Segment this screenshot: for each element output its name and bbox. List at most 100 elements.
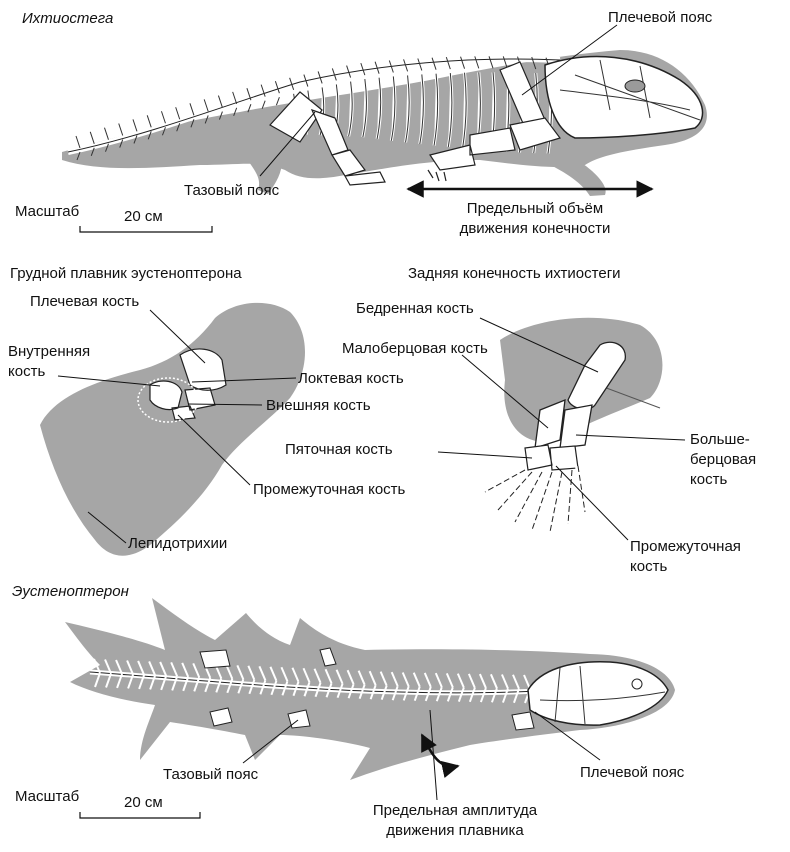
eusthenopteron-neural-spine bbox=[291, 667, 300, 683]
eusthenopteron-neural-spine bbox=[148, 661, 157, 676]
ichthyostega-neural-spine bbox=[104, 127, 109, 140]
ulna-label: Локтевая кость bbox=[298, 370, 404, 387]
ichthyostega-neural-spine bbox=[160, 111, 166, 124]
eusthenopteron-neural-spine bbox=[512, 674, 520, 690]
ichthyostega-limb-range-line1: Предельный объём bbox=[466, 200, 604, 217]
eusthenopteron-neural-spine bbox=[445, 672, 454, 688]
eusthenopteron-rib bbox=[424, 686, 432, 702]
ichthyostega-haemal-spine bbox=[247, 104, 252, 113]
pectoral-fin-bones bbox=[149, 348, 227, 421]
eusthenopteron-rib bbox=[237, 678, 245, 694]
eusthenopteron-title: Эустеноптерон bbox=[12, 583, 129, 600]
eusthenopteron-scale-value: 20 см bbox=[124, 794, 163, 811]
ichthyostega-neural-spine bbox=[118, 123, 124, 136]
ichthyostega-haemal-spine bbox=[218, 111, 223, 120]
ichthyostega-title: Ихтиостега bbox=[22, 10, 114, 27]
eusthenopteron-rib bbox=[248, 679, 256, 695]
hind-limb-digits bbox=[483, 465, 588, 533]
eusthenopteron-neural-spine bbox=[390, 671, 399, 687]
eusthenopteron-rib bbox=[138, 674, 146, 690]
ichthyostega-forelimb bbox=[427, 117, 561, 182]
eusthenopteron-rib bbox=[413, 686, 421, 702]
pectoral-fin-title: Грудной плавник эустеноптерона bbox=[10, 265, 242, 282]
eusthenopteron-neural-spine bbox=[181, 662, 190, 678]
eusthenopteron-neural-spine bbox=[379, 671, 388, 687]
eusthenopteron-rib bbox=[490, 687, 498, 703]
ichthyostega-neural-spine bbox=[445, 56, 451, 70]
eusthenopteron-rib bbox=[182, 676, 190, 692]
tibia-label-line2: берцовая bbox=[690, 451, 757, 468]
eusthenopteron-neural-spine bbox=[192, 662, 201, 678]
ichthyostega-neural-spine bbox=[260, 84, 266, 97]
ichthyostega-haemal-spine bbox=[233, 107, 238, 117]
ichthyostega-neural-spine bbox=[274, 81, 280, 94]
ichthyostega-pelvic-girdle-label: Тазовый пояс bbox=[184, 182, 280, 199]
ichthyostega-neural-spine bbox=[175, 107, 181, 120]
ichthyostega-scale-label: Масштаб bbox=[15, 203, 80, 220]
eusthenopteron-shoulder-leader bbox=[534, 711, 601, 761]
ichthyostega-neural-spine bbox=[232, 91, 238, 105]
ichthyostega-haemal-spine bbox=[275, 97, 280, 106]
eusthenopteron-scale-bar bbox=[79, 812, 201, 819]
eusthenopteron-neural-spine bbox=[126, 660, 134, 675]
ichthyostega-rib-outline bbox=[390, 76, 396, 141]
tibia-label-line1: Больше- bbox=[690, 431, 750, 448]
hind-limb-digit-joints bbox=[549, 471, 563, 533]
eusthenopteron-neural-spine bbox=[280, 666, 289, 682]
eusthenopteron-neural-spine bbox=[490, 673, 498, 689]
ichthyostega-neural-spine bbox=[189, 103, 195, 116]
hind-limb-digit-joints bbox=[514, 471, 543, 523]
eusthenopteron-rib bbox=[457, 687, 465, 702]
fin-range-label-line2: движения плавника bbox=[386, 822, 524, 839]
internal-bone-label-line2: кость bbox=[8, 363, 46, 380]
eusthenopteron-neural-spine bbox=[137, 660, 146, 676]
eusthenopteron-orbit bbox=[631, 678, 643, 690]
ichthyostega-haemal-spine bbox=[133, 135, 138, 144]
eusthenopteron-neural-spine bbox=[313, 668, 322, 684]
ichthyostega-neural-spine bbox=[360, 62, 366, 76]
eusthenopteron-neural-spine bbox=[225, 664, 234, 680]
ichthyostega-neural-spine bbox=[246, 88, 252, 101]
ichthyostega-haemal-spine bbox=[261, 100, 266, 109]
ichthyostega-shoulder-girdle-label: Плечевой пояс bbox=[608, 9, 713, 26]
fibula-label: Малоберцовая кость bbox=[342, 340, 488, 357]
eusthenopteron-rib bbox=[468, 687, 476, 703]
eusthenopteron-figure bbox=[65, 598, 675, 819]
eusthenopteron-rib bbox=[347, 683, 355, 699]
ichthyostega-orbit bbox=[624, 79, 646, 93]
ichthyostega-neural-spine bbox=[331, 68, 337, 81]
eusthenopteron-rib bbox=[479, 687, 487, 703]
femur-leader bbox=[479, 317, 599, 373]
ichthyostega-neural-spine bbox=[303, 74, 309, 87]
eusthenopteron-neural-spine bbox=[258, 665, 267, 681]
eusthenopteron-neural-spine bbox=[368, 670, 377, 686]
ichthyostega-haemal-spine bbox=[147, 131, 152, 140]
eusthenopteron-rib bbox=[160, 675, 168, 691]
external-bone-label: Внешняя кость bbox=[266, 397, 371, 414]
ichthyostega-scale-value: 20 см bbox=[124, 208, 163, 225]
tibia-label-line3: кость bbox=[690, 471, 728, 488]
eusthenopteron-neural-spine bbox=[346, 669, 355, 685]
ichthyostega-haemal-spine bbox=[190, 119, 195, 128]
hind-intermedium-label-line1: Промежуточная bbox=[630, 538, 741, 555]
ichthyostega-rib-outline bbox=[433, 73, 439, 146]
ulna-leader bbox=[191, 377, 297, 383]
eusthenopteron-neural-spine bbox=[401, 672, 410, 687]
hind-limb-figure bbox=[437, 317, 686, 541]
eusthenopteron-rib bbox=[281, 680, 289, 696]
eusthenopteron-skull bbox=[527, 661, 669, 726]
ichthyostega-rib-outline bbox=[348, 81, 353, 137]
eusthenopteron-rib bbox=[380, 685, 388, 701]
eusthenopteron-rib bbox=[325, 682, 333, 698]
ichthyostega-rib-outline bbox=[419, 74, 424, 145]
ichthyostega-rib-outline bbox=[376, 77, 382, 140]
eusthenopteron-rib bbox=[391, 685, 399, 701]
ichthyostega-hindlimb bbox=[310, 108, 386, 186]
eusthenopteron-scale-label: Масштаб bbox=[15, 788, 80, 805]
hind-limb-digit-joints bbox=[531, 471, 553, 531]
pectoral-fin-silhouette bbox=[40, 302, 305, 556]
ichthyostega-haemal-spine bbox=[176, 123, 181, 132]
ichthyostega-haemal-spine bbox=[105, 143, 109, 152]
eusthenopteron-rib bbox=[292, 681, 300, 697]
tarsals bbox=[524, 444, 579, 471]
